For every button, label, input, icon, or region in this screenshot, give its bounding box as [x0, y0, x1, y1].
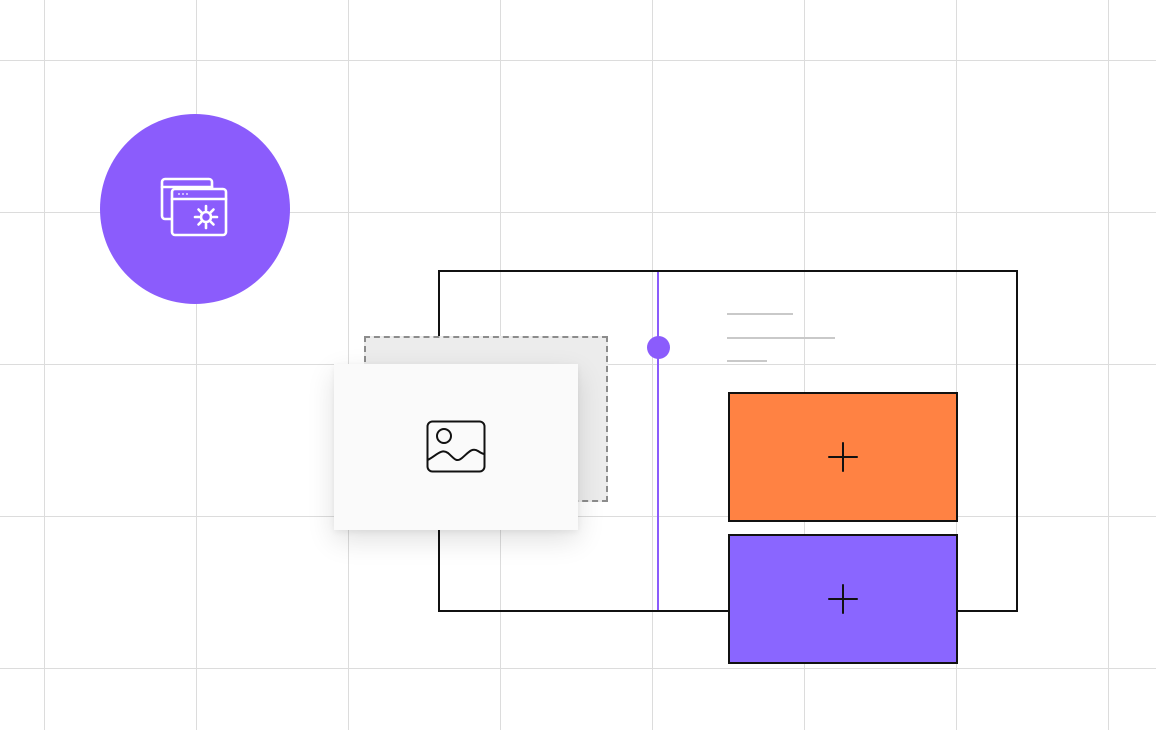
text-placeholder-line — [727, 313, 793, 315]
image-icon — [426, 420, 486, 473]
browser-settings-icon — [160, 177, 228, 237]
text-placeholder-line — [727, 360, 767, 362]
column-drag-handle[interactable] — [647, 336, 670, 359]
text-placeholder-line — [727, 337, 835, 339]
add-content-block-orange[interactable] — [728, 392, 958, 522]
column-divider — [657, 272, 659, 610]
plus-icon — [828, 442, 858, 472]
plus-icon — [828, 584, 858, 614]
add-content-block-purple[interactable] — [728, 534, 958, 664]
image-card[interactable] — [334, 364, 578, 530]
feature-badge — [100, 114, 290, 304]
